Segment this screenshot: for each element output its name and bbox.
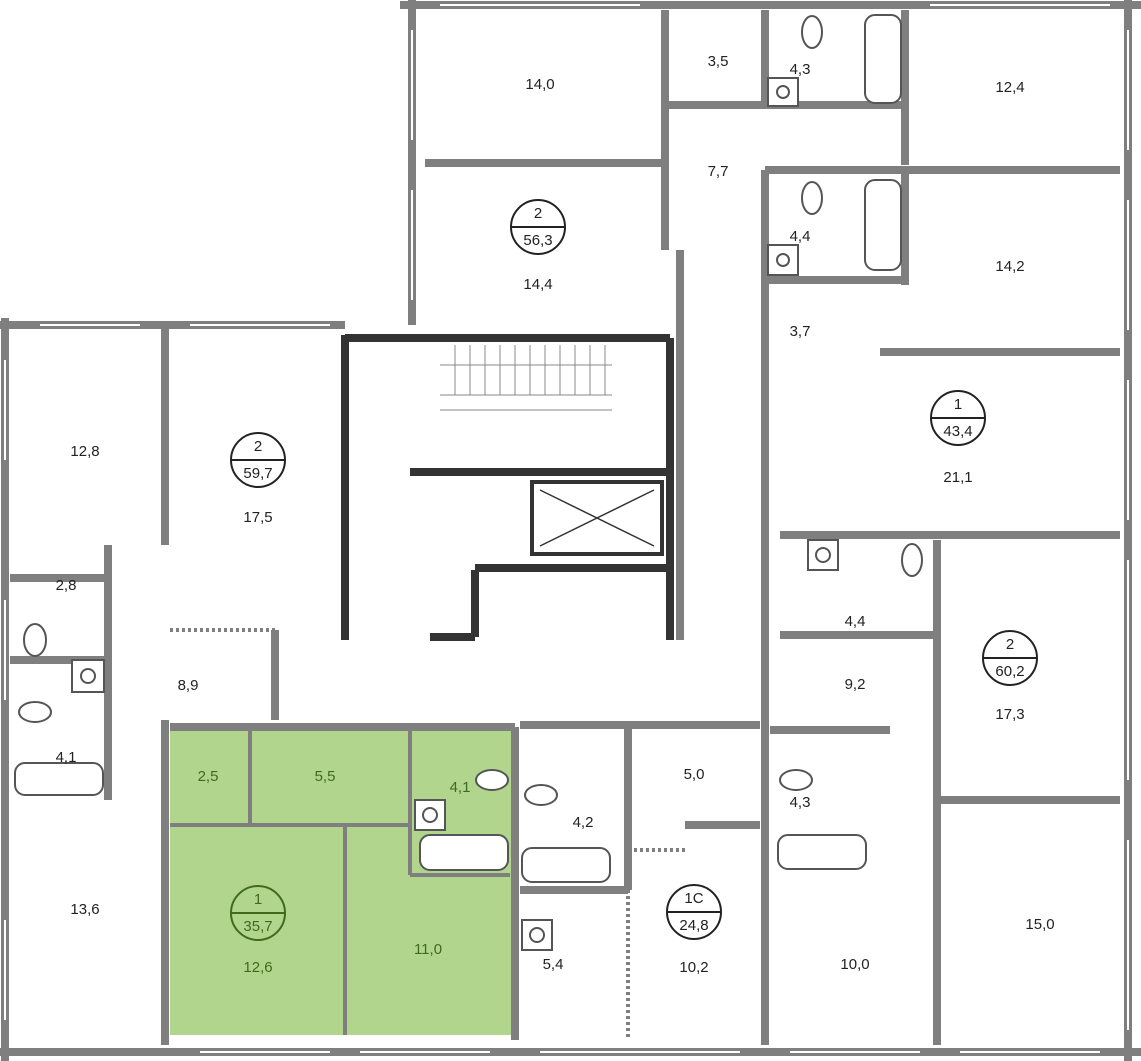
room-area: 4,4	[790, 228, 811, 245]
room-area: 5,5	[315, 768, 336, 785]
apartment-type: 2	[254, 438, 262, 455]
room-area: 10,2	[679, 959, 708, 976]
apartment-badge[interactable]: 2 56,3	[510, 199, 566, 255]
apartment-badge[interactable]: 2 59,7	[230, 432, 286, 488]
room-labels: 14,0 3,5 4,3 12,4 7,7 4,4 14,2 14,4 3,7 …	[56, 53, 1055, 976]
room-area: 8,9	[178, 677, 199, 694]
room-area: 7,7	[708, 163, 729, 180]
room-area: 2,8	[56, 577, 77, 594]
room-area: 14,2	[995, 258, 1024, 275]
apartment-type: 2	[1006, 636, 1014, 653]
apartment-badge[interactable]: 2 60,2	[982, 630, 1038, 686]
room-area: 5,0	[684, 766, 705, 783]
apartment-type: 1С	[684, 890, 703, 907]
apartment-badge[interactable]: 1С 24,8	[666, 884, 722, 940]
apartment-area: 60,2	[995, 663, 1024, 680]
room-area: 4,1	[56, 749, 77, 766]
room-area: 4,4	[845, 613, 866, 630]
room-area: 12,4	[995, 79, 1024, 96]
bathroom-fixtures	[14, 14, 923, 951]
room-area: 3,7	[790, 323, 811, 340]
room-area: 2,5	[198, 768, 219, 785]
apartment-area: 59,7	[243, 465, 272, 482]
room-area: 14,0	[525, 76, 554, 93]
room-area: 4,3	[790, 61, 811, 78]
room-area: 15,0	[1025, 916, 1054, 933]
selected-apartment-fill[interactable]	[170, 727, 515, 1035]
room-area: 12,8	[70, 443, 99, 460]
room-area: 17,3	[995, 706, 1024, 723]
apartment-badge[interactable]: 1 43,4	[930, 390, 986, 446]
apartment-badge-selected[interactable]: 1 35,7	[230, 885, 286, 941]
room-area: 17,5	[243, 509, 272, 526]
room-area: 4,2	[573, 814, 594, 831]
room-area: 14,4	[523, 276, 552, 293]
apartment-area: 56,3	[523, 232, 552, 249]
apartment-type: 1	[254, 891, 262, 908]
apartment-area: 24,8	[679, 917, 708, 934]
room-area: 9,2	[845, 676, 866, 693]
apartment-type: 2	[534, 205, 542, 222]
room-area: 12,6	[243, 959, 272, 976]
room-area: 10,0	[840, 956, 869, 973]
room-area: 4,1	[450, 779, 471, 796]
apartment-area: 43,4	[943, 423, 972, 440]
apartment-type: 1	[954, 396, 962, 413]
room-area: 4,3	[790, 794, 811, 811]
room-area: 13,6	[70, 901, 99, 918]
room-area: 3,5	[708, 53, 729, 70]
room-area: 11,0	[414, 941, 442, 958]
room-area: 21,1	[943, 469, 972, 486]
apartment-area: 35,7	[243, 918, 272, 935]
room-area: 5,4	[543, 956, 564, 973]
